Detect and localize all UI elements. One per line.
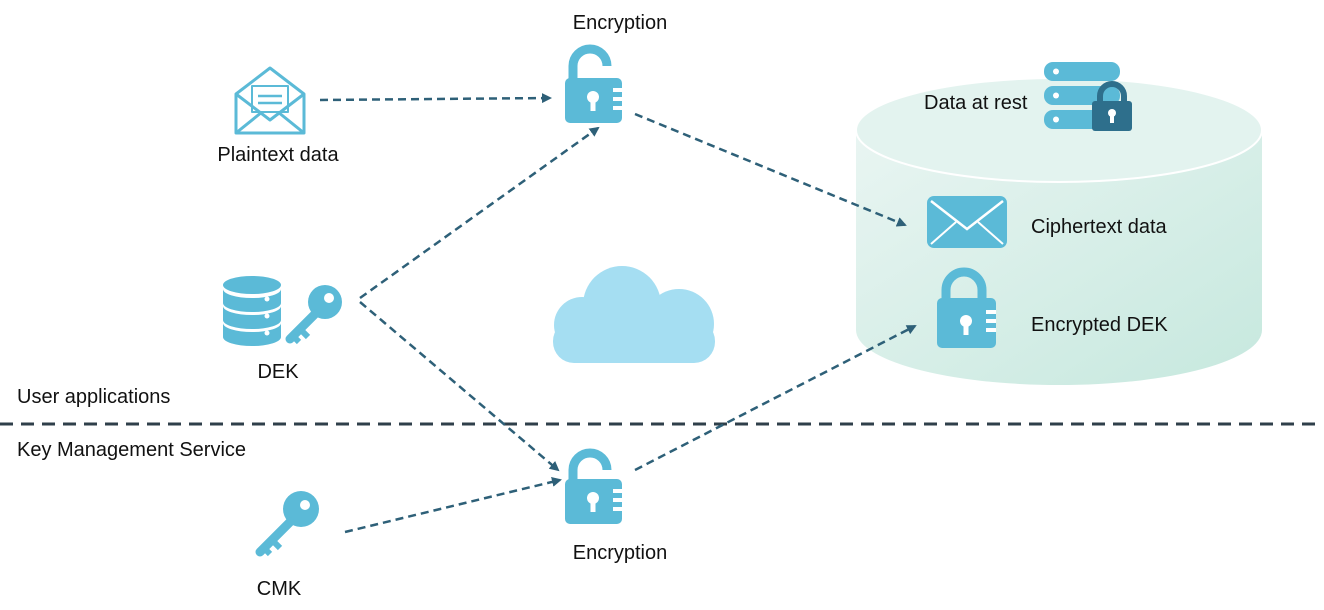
- padlock-icon: [937, 267, 996, 348]
- arrow-cmk-to-encryption: [344, 477, 562, 534]
- database-icon: [223, 276, 281, 346]
- arrow-plaintext-to-encryption: [319, 93, 552, 104]
- ciphertext-label: Ciphertext data: [1031, 216, 1167, 238]
- encryption-label-top: Encryption: [572, 12, 668, 34]
- data-at-rest-label: Data at rest: [924, 92, 1028, 114]
- unlocked-padlock-icon: [565, 448, 622, 524]
- encrypted-dek-label: Encrypted DEK: [1031, 314, 1168, 336]
- arrow-dek-to-encryption-top: [359, 126, 600, 300]
- arrow-dek-to-encryption-bottom: [359, 301, 560, 472]
- open-envelope-icon: [234, 66, 306, 135]
- server-lock-icon: [1044, 62, 1132, 131]
- plaintext-label: Plaintext data: [217, 144, 339, 166]
- kms-label: Key Management Service: [17, 439, 247, 461]
- cmk-label: CMK: [256, 578, 302, 600]
- user-applications-label: User applications: [17, 386, 171, 408]
- cloud-icon: [553, 266, 715, 363]
- arrow-encryption-to-ciphertext: [634, 112, 907, 227]
- arrow-encryption-to-encrypted-dek: [634, 324, 917, 472]
- envelope-icon: [927, 196, 1007, 248]
- key-icon: [255, 491, 319, 557]
- key-icon: [285, 285, 342, 345]
- unlocked-padlock-icon: [565, 44, 622, 123]
- flow-arrows: [319, 93, 917, 534]
- encryption-label-bottom: Encryption: [572, 542, 668, 564]
- dek-label: DEK: [257, 361, 299, 383]
